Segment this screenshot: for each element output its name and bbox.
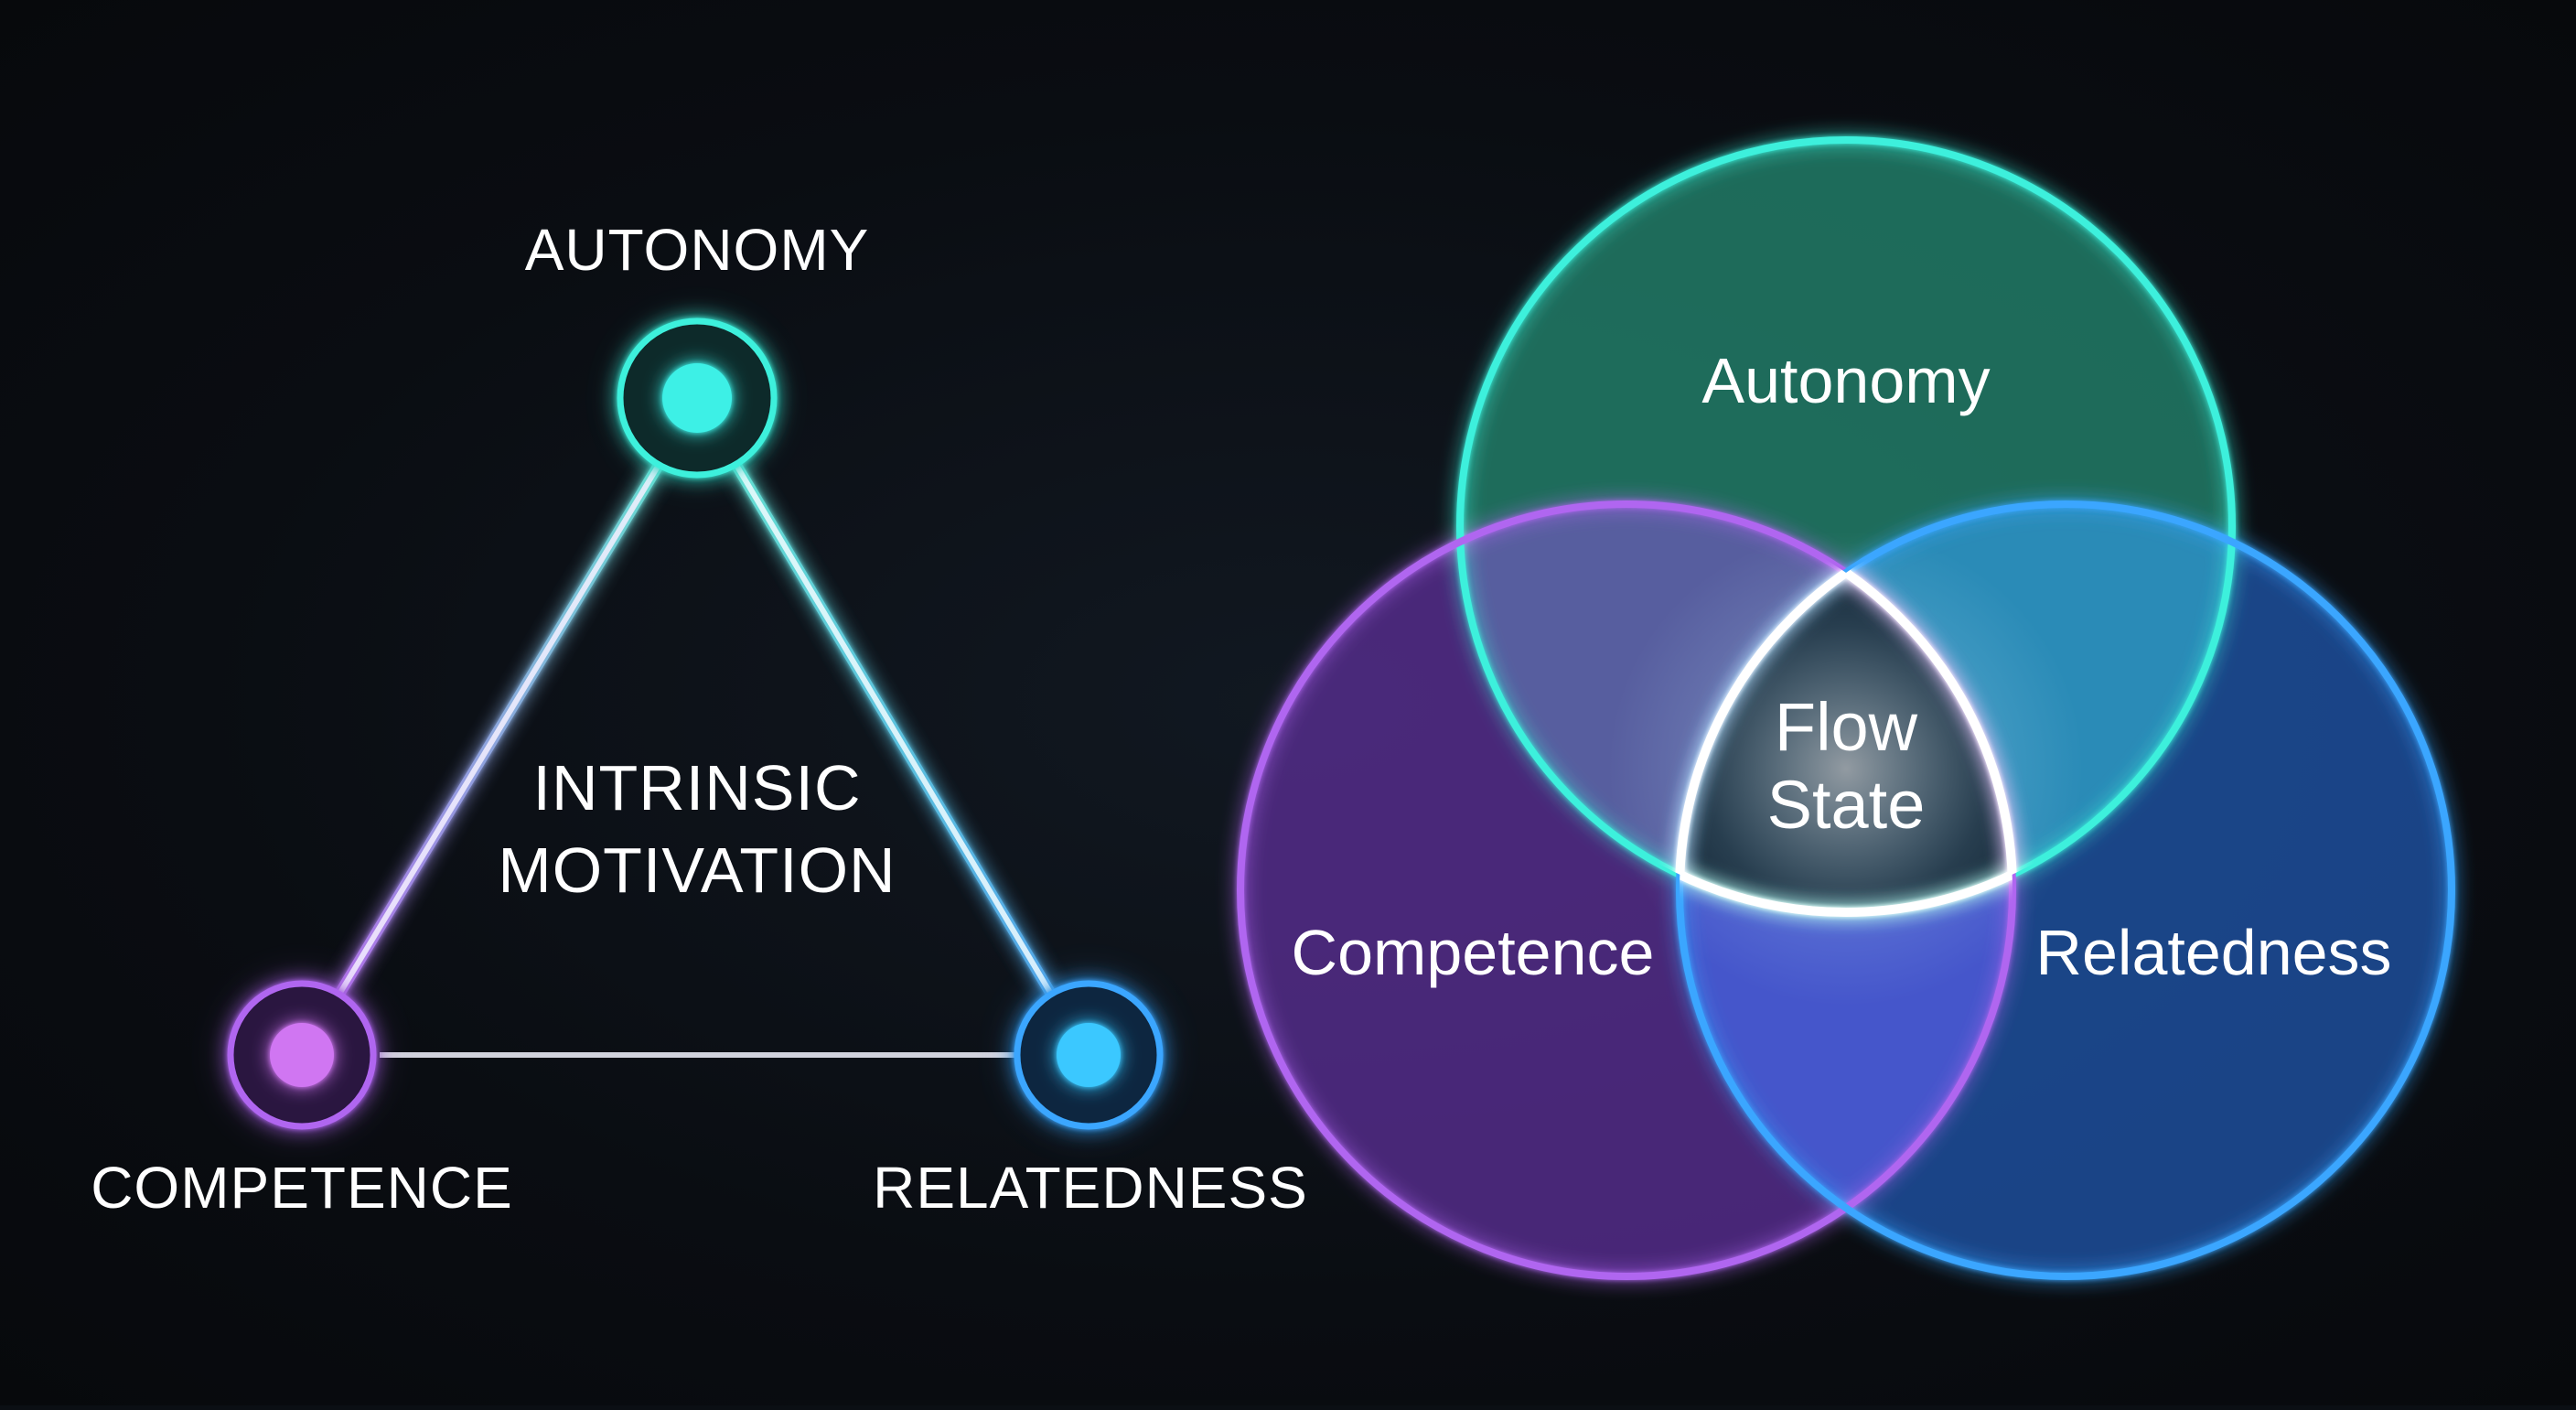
venn-label-relatedness: Relatedness xyxy=(2035,917,2391,988)
triangle-center-line1: INTRINSIC xyxy=(533,752,862,823)
venn-center-line2: State xyxy=(1767,767,1926,843)
triangle-label-relatedness: RELATEDNESS xyxy=(873,1155,1308,1221)
venn-label-autonomy: Autonomy xyxy=(1701,345,1990,416)
venn-center-line1: Flow xyxy=(1775,689,1918,765)
node-relatedness xyxy=(1014,980,1164,1130)
node-competence xyxy=(227,980,377,1130)
triangle-label-competence: COMPETENCE xyxy=(91,1155,513,1221)
triangle-center-line2: MOTIVATION xyxy=(498,834,896,906)
venn-diagram: Autonomy Competence Relatedness Flow Sta… xyxy=(1237,136,2455,1280)
node-autonomy xyxy=(617,318,778,479)
triangle-diagram: AUTONOMY COMPETENCE RELATEDNESS INTRINSI… xyxy=(91,217,1308,1221)
venn-center-glow xyxy=(1608,531,2084,1006)
triangle-label-autonomy: AUTONOMY xyxy=(525,217,870,283)
venn-label-competence: Competence xyxy=(1292,917,1655,988)
